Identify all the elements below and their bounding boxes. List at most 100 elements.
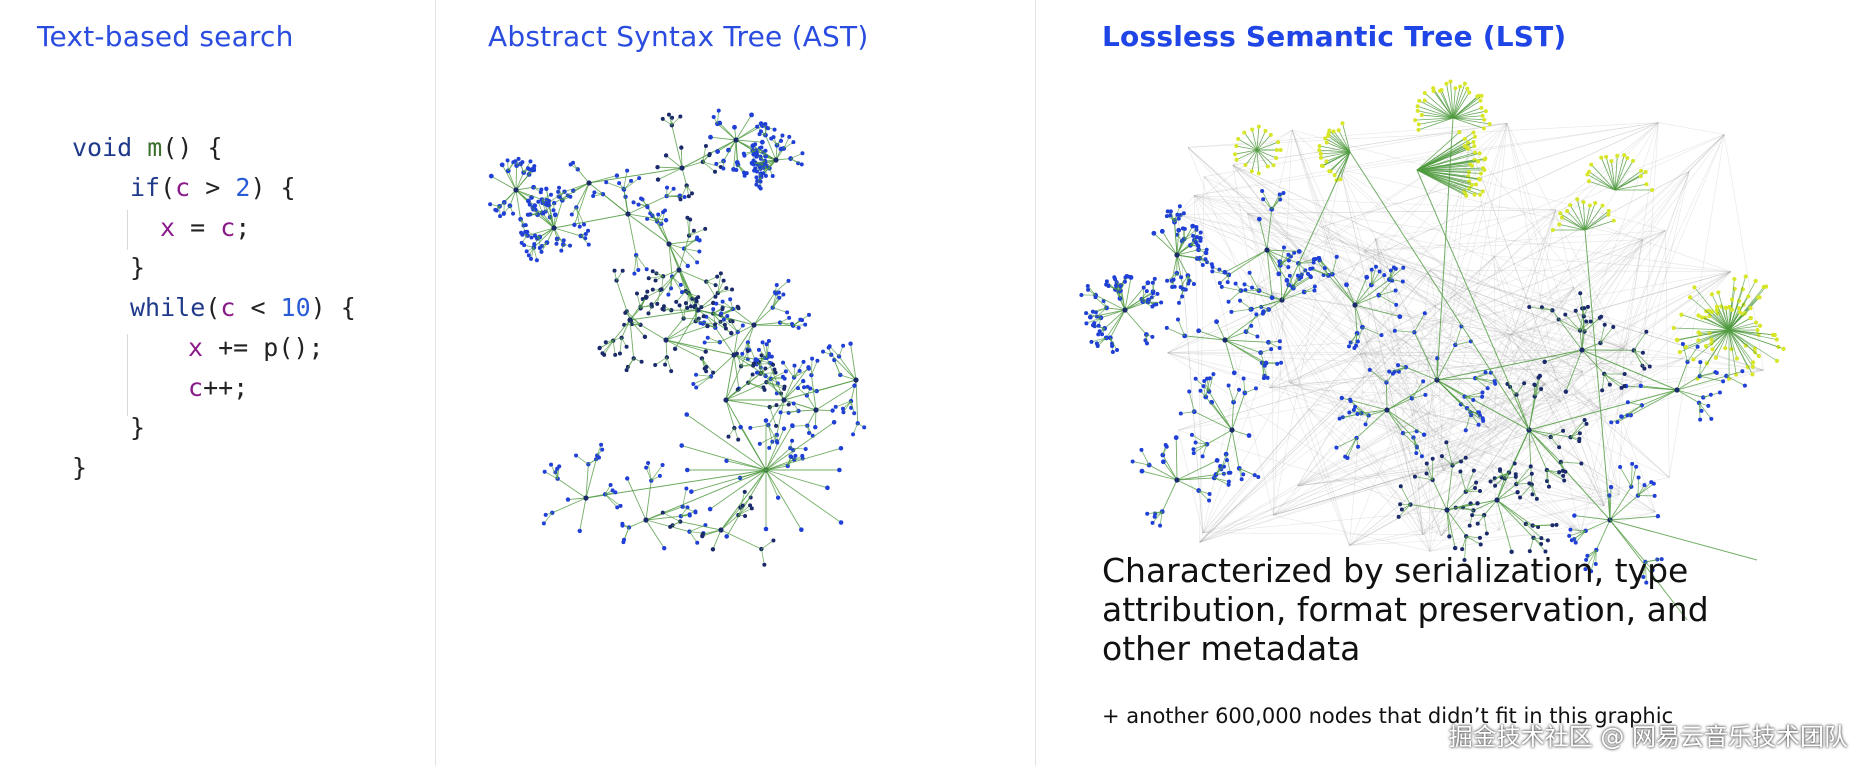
graph-node [1256,171,1261,176]
graph-edge [1506,123,1561,402]
graph-edge [1289,382,1436,433]
graph-node [759,353,764,358]
graph-edge [1544,171,1690,384]
graph-edge [1415,117,1454,121]
lst-panel: Lossless Semantic Tree (LST) Characteriz… [1037,0,1872,766]
graph-node [1465,86,1470,91]
graph-edge [1184,335,1226,341]
graph-edge [1494,256,1516,327]
graph-node [1631,158,1636,163]
graph-edge [1256,149,1274,166]
graph-node [1611,324,1616,329]
graph-edge [1224,339,1235,373]
graph-edge [1441,383,1546,537]
graph-node [702,340,707,345]
graph-node [1183,287,1188,292]
graph-edge [1726,375,1746,386]
graph-edge [1436,117,1454,381]
graph-node [1562,478,1567,483]
graph-edge [1320,151,1351,155]
graph-node [629,178,634,183]
graph-edge [537,214,555,229]
graph-node [636,202,641,207]
graph-node [1276,271,1282,277]
graph-node [1222,337,1228,343]
graph-node [1530,523,1535,528]
graph-edge [732,308,755,326]
graph-node [1600,203,1605,208]
graph-node [1260,311,1265,316]
graph-node [1671,325,1676,331]
graph-node [1265,164,1270,169]
graph-node [1560,468,1565,473]
graph-edge [1232,164,1600,409]
graph-node [1413,118,1418,123]
graph-node [1233,152,1238,157]
graph-edge [830,354,857,381]
graph-node [1268,132,1273,137]
graph-edge [1468,144,1605,506]
graph-node [815,358,820,363]
graph-edge [1257,285,1581,533]
graph-edge [1435,134,1725,433]
graph-edge [1271,292,1350,546]
graph-node [646,461,651,466]
graph-node [1308,275,1313,280]
graph-edge [766,340,770,358]
graph-edge [733,139,737,170]
graph-edge [770,376,784,380]
graph-edge [564,182,590,193]
graph-node [1256,124,1261,129]
graph-edge [1177,214,1203,533]
graph-edge [1224,339,1267,364]
graph-edge [756,359,766,377]
graph-edge [1496,478,1505,501]
graph-edge [491,175,517,191]
graph-edge [759,434,777,445]
graph-node [1636,475,1641,480]
graph-edge [1514,209,1556,327]
graph-edge [1256,126,1260,151]
graph-node [697,249,702,254]
graph-node [659,287,664,292]
graph-edge [681,445,767,471]
graph-node [600,447,605,452]
graph-node [1422,90,1427,95]
graph-edge [1349,470,1444,546]
graph-edge [1436,379,1468,409]
graph-edge [1435,306,1444,471]
graph-node [1193,376,1198,381]
graph-edge [810,375,817,411]
graph-edge [1199,305,1436,543]
graph-edge [1159,511,1163,526]
graph-node [1557,470,1562,475]
graph-node [1201,384,1206,389]
graph-node [1233,281,1238,286]
graph-node [722,322,727,327]
graph-edge [629,309,699,321]
graph-node [1250,127,1255,132]
graph-edge [1249,272,1260,291]
graph-node [777,295,782,300]
graph-edge [1583,202,1586,231]
graph-edge [1510,333,1584,373]
graph-edge [695,320,716,325]
graph-edge [1297,331,1391,486]
graph-edge [761,540,774,550]
graph-node [1155,291,1160,296]
graph-node [1203,250,1208,255]
graph-node [1311,260,1316,265]
graph-edge [782,362,795,378]
graph-node [1677,349,1682,355]
graph-edge [507,170,517,191]
graph-edge [1224,331,1247,341]
graph-edge [1386,409,1414,438]
graph-node [1287,273,1292,278]
graph-node [748,495,753,500]
graph-node [1748,305,1753,311]
graph-node [1770,332,1776,337]
graph-node [1214,458,1220,463]
graph-node [1150,304,1155,309]
graph-node [617,351,622,356]
graph-node [1470,163,1475,168]
